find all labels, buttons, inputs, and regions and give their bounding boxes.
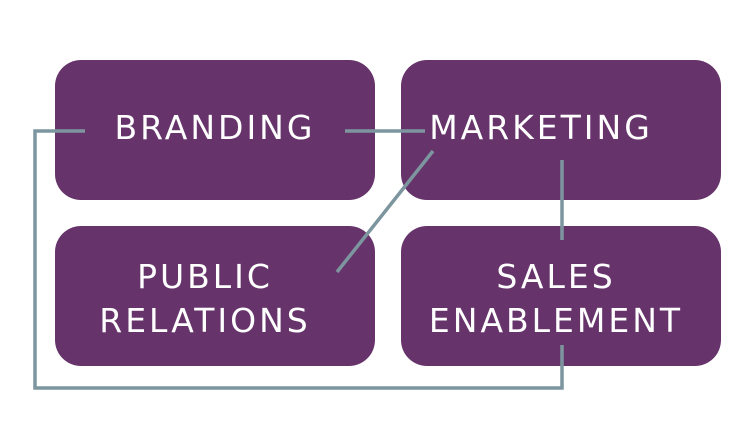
- sales-enablement-label-line1: SALES: [496, 257, 616, 296]
- sales-enablement-label-line2: ENABLEMENT: [428, 301, 684, 340]
- public-relations-label-line2: RELATIONS: [99, 301, 311, 340]
- box-sales-enablement: SALES ENABLEMENT: [401, 226, 721, 366]
- public-relations-label-line1: PUBLIC: [137, 257, 273, 296]
- marketing-label: MARKETING: [429, 108, 653, 147]
- branding-label: BRANDING: [114, 108, 316, 147]
- box-branding: BRANDING: [55, 60, 375, 200]
- box-marketing: MARKETING: [401, 60, 721, 200]
- box-public-relations: PUBLIC RELATIONS: [55, 226, 375, 366]
